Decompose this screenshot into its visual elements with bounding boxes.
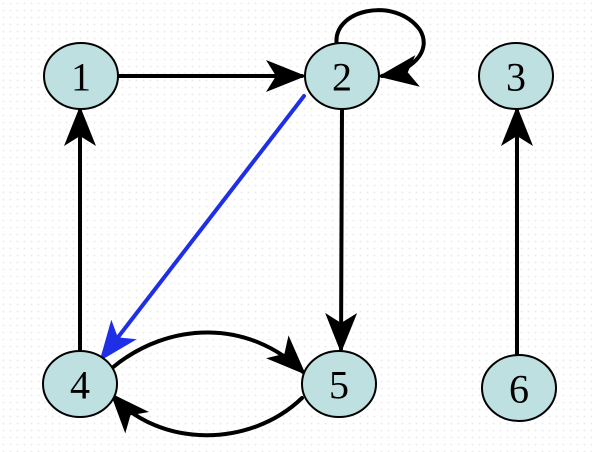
node-3-circle — [478, 42, 554, 110]
node-2: 2 — [304, 42, 380, 110]
edge-2-to-5 — [325, 107, 358, 353]
node-4-label: 4 — [70, 363, 90, 408]
node-6-circle — [481, 354, 557, 422]
edge-2-to-2 — [334, 8, 426, 87]
node-6-label: 6 — [509, 367, 529, 412]
node-3: 3 — [478, 42, 554, 110]
node-1-circle — [43, 42, 119, 110]
node-1-label: 1 — [71, 55, 91, 100]
edge-2-to-4 — [99, 94, 306, 362]
node-5-label: 5 — [329, 363, 349, 408]
edge-4-to-5 — [110, 330, 306, 375]
node-2-circle — [304, 42, 380, 110]
node-2-label: 2 — [332, 55, 352, 100]
node-4-circle — [42, 350, 118, 418]
edges-layer — [64, 8, 533, 438]
node-1: 1 — [43, 42, 119, 110]
nodes-layer: 1 2 3 4 5 6 — [42, 42, 557, 422]
node-6: 6 — [481, 354, 557, 422]
edge-5-to-4 — [110, 393, 304, 438]
node-5-circle — [301, 350, 377, 418]
node-4: 4 — [42, 350, 118, 418]
node-3-label: 3 — [506, 55, 526, 100]
node-5: 5 — [301, 350, 377, 418]
